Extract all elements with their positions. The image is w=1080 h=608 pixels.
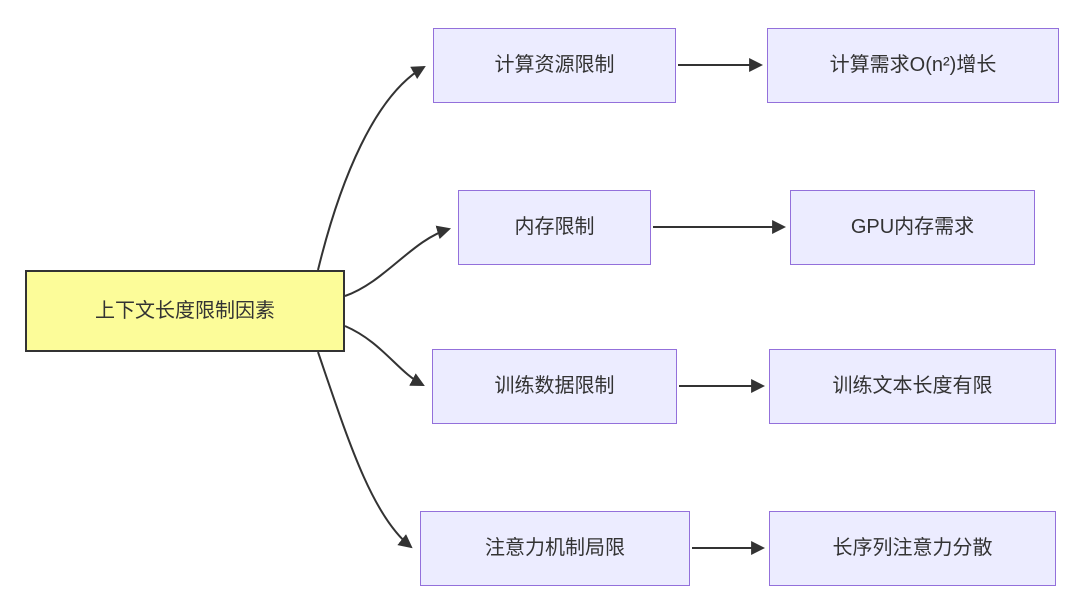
node-label: 长序列注意力分散 (832, 537, 993, 559)
node-label: GPU内存需求 (850, 216, 975, 238)
node-root-label: 上下文长度限制因素 (95, 299, 275, 322)
node-effect-attention-dispersion: 长序列注意力分散 (769, 511, 1056, 586)
edge-root-to-cause-2 (344, 225, 452, 297)
edge-root-to-cause-3 (344, 325, 425, 386)
node-label: 计算需求O(n²)增长 (829, 54, 997, 76)
node-label: 注意力机制局限 (485, 537, 625, 559)
node-label: 训练数据限制 (494, 375, 615, 397)
node-effect-gpu-memory: GPU内存需求 (790, 190, 1035, 265)
node-effect-compute-growth: 计算需求O(n²)增长 (767, 28, 1059, 103)
edge-root-to-cause-1 (317, 65, 426, 271)
node-label: 计算资源限制 (494, 54, 615, 76)
node-cause-memory-limit: 内存限制 (458, 190, 651, 265)
node-cause-attention-limit: 注意力机制局限 (420, 511, 690, 586)
node-cause-training-data-limit: 训练数据限制 (432, 349, 677, 424)
node-cause-compute-limit: 计算资源限制 (433, 28, 676, 103)
node-label: 训练文本长度有限 (832, 375, 993, 397)
node-effect-training-text-length: 训练文本长度有限 (769, 349, 1056, 424)
node-root: 上下文长度限制因素 (25, 270, 345, 352)
edge-root-to-cause-4 (317, 351, 413, 549)
node-label: 内存限制 (514, 216, 595, 238)
